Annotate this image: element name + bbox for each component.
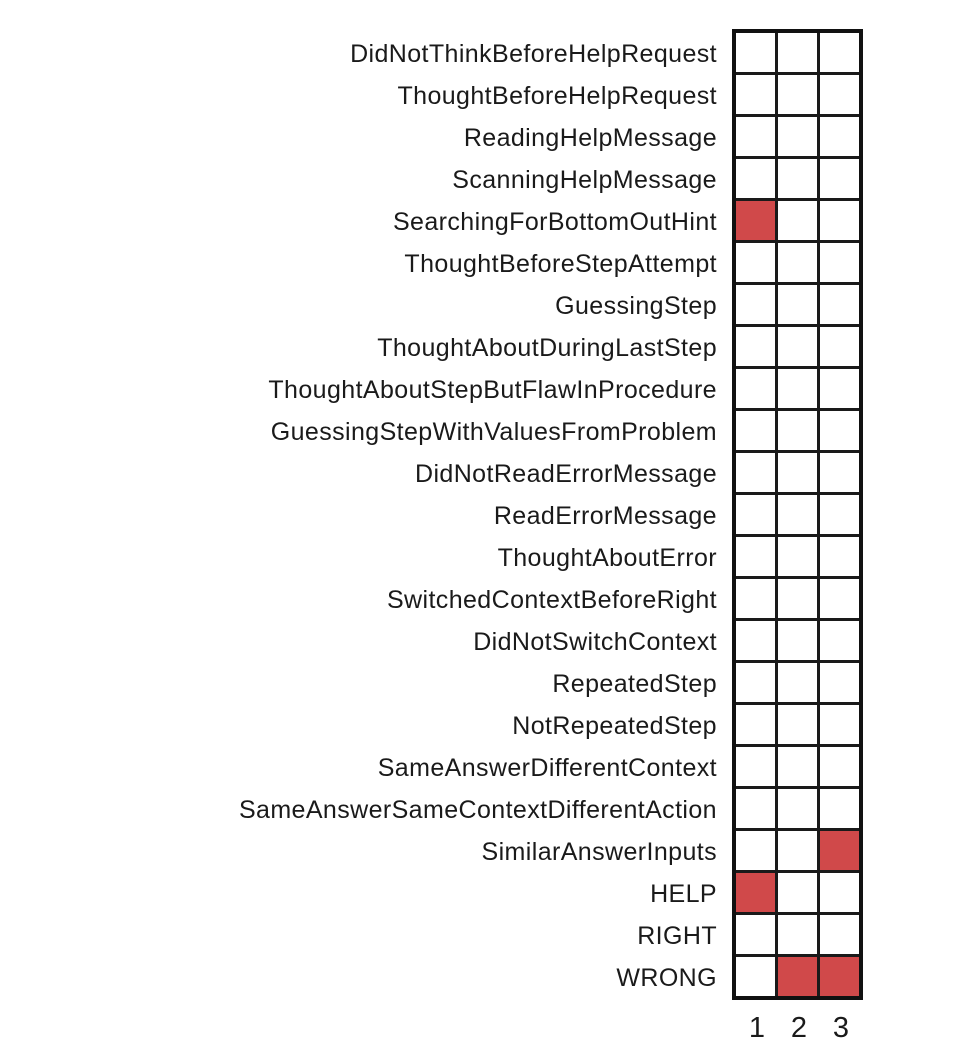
heatmap-cell	[778, 243, 817, 282]
heatmap-cell	[820, 621, 859, 660]
row-label: DidNotReadErrorMessage	[415, 460, 717, 488]
heatmap-cell	[778, 117, 817, 156]
heatmap-cell	[778, 159, 817, 198]
heatmap-cell	[820, 285, 859, 324]
heatmap-cell	[778, 75, 817, 114]
heatmap-cell	[736, 75, 775, 114]
row-label: SameAnswerDifferentContext	[377, 754, 717, 782]
heatmap-cell	[778, 915, 817, 954]
heatmap-cell	[820, 33, 859, 72]
heatmap-cell	[820, 873, 859, 912]
heatmap-cell	[736, 33, 775, 72]
heatmap-cell	[736, 663, 775, 702]
heatmap-cell	[736, 747, 775, 786]
heatmap-cell	[778, 957, 817, 996]
row-label: GuessingStepWithValuesFromProblem	[270, 418, 717, 446]
row-label: ThoughtAboutStepButFlawInProcedure	[268, 376, 717, 404]
heatmap-cell	[736, 915, 775, 954]
heatmap-cell	[736, 159, 775, 198]
row-label: ThoughtAboutError	[497, 544, 717, 572]
heatmap-cell	[778, 33, 817, 72]
heatmap-cell	[736, 705, 775, 744]
heatmap-cell	[820, 579, 859, 618]
heatmap-cell	[820, 537, 859, 576]
heatmap-cell	[820, 831, 859, 870]
row-label: ThoughtAboutDuringLastStep	[377, 334, 717, 362]
heatmap-cell	[820, 747, 859, 786]
heatmap-cell	[736, 327, 775, 366]
heatmap-cell	[736, 621, 775, 660]
x-tick-label: 2	[790, 1012, 808, 1044]
heatmap-cell	[820, 789, 859, 828]
heatmap-cell	[736, 579, 775, 618]
heatmap-cell	[778, 201, 817, 240]
heatmap-cell	[820, 915, 859, 954]
heatmap-cell	[820, 159, 859, 198]
heatmap-cell	[820, 75, 859, 114]
heatmap-cell	[736, 831, 775, 870]
row-label: ScanningHelpMessage	[452, 166, 717, 194]
heatmap-cell	[778, 831, 817, 870]
heatmap-cell	[736, 957, 775, 996]
row-label: SearchingForBottomOutHint	[392, 208, 717, 236]
heatmap-cell	[778, 579, 817, 618]
heatmap-cell	[820, 453, 859, 492]
row-label: GuessingStep	[555, 292, 717, 320]
row-label: SwitchedContextBeforeRight	[386, 586, 717, 614]
heatmap-grid	[732, 29, 863, 1000]
heatmap-cell	[778, 789, 817, 828]
row-label: DidNotThinkBeforeHelpRequest	[350, 40, 717, 68]
heatmap-cell	[736, 453, 775, 492]
row-label: RepeatedStep	[552, 670, 717, 698]
heatmap-cell	[778, 537, 817, 576]
heatmap-cell	[736, 285, 775, 324]
row-label: NotRepeatedStep	[512, 712, 717, 740]
row-label: RIGHT	[637, 922, 717, 950]
x-tick-label: 3	[832, 1012, 850, 1044]
heatmap-cell	[778, 327, 817, 366]
heatmap-cell	[736, 201, 775, 240]
heatmap-cell	[820, 495, 859, 534]
heatmap-cell	[778, 705, 817, 744]
row-label: ThoughtBeforeHelpRequest	[397, 82, 717, 110]
heatmap-cell	[778, 495, 817, 534]
heatmap-cell	[820, 411, 859, 450]
heatmap-cell	[820, 117, 859, 156]
heatmap-cell	[778, 369, 817, 408]
heatmap-cell	[778, 411, 817, 450]
heatmap-cell	[736, 369, 775, 408]
heatmap-cell	[778, 453, 817, 492]
heatmap-cell	[736, 873, 775, 912]
row-label: ThoughtBeforeStepAttempt	[404, 250, 717, 278]
row-label: ReadingHelpMessage	[463, 124, 717, 152]
row-label: WRONG	[616, 964, 717, 992]
heatmap-cell	[736, 789, 775, 828]
heatmap-cell	[820, 957, 859, 996]
x-tick-label: 1	[748, 1012, 766, 1044]
heatmap-cell	[778, 621, 817, 660]
heatmap-cell	[736, 117, 775, 156]
heatmap-cell	[736, 495, 775, 534]
heatmap-cell	[778, 663, 817, 702]
row-label: ReadErrorMessage	[493, 502, 717, 530]
heatmap-cell	[736, 411, 775, 450]
row-label: SameAnswerSameContextDifferentAction	[238, 796, 717, 824]
heatmap-cell	[736, 243, 775, 282]
row-label: DidNotSwitchContext	[473, 628, 717, 656]
heatmap-cell	[820, 327, 859, 366]
heatmap-cell	[778, 747, 817, 786]
row-label: SimilarAnswerInputs	[481, 838, 717, 866]
heatmap-cell	[778, 873, 817, 912]
heatmap-cell	[820, 663, 859, 702]
heatmap-cell	[820, 201, 859, 240]
heatmap-cell	[820, 243, 859, 282]
heatmap-cell	[778, 285, 817, 324]
heatmap-cell	[820, 369, 859, 408]
heatmap-cell	[820, 705, 859, 744]
row-label: HELP	[650, 880, 717, 908]
heatmap-cell	[736, 537, 775, 576]
